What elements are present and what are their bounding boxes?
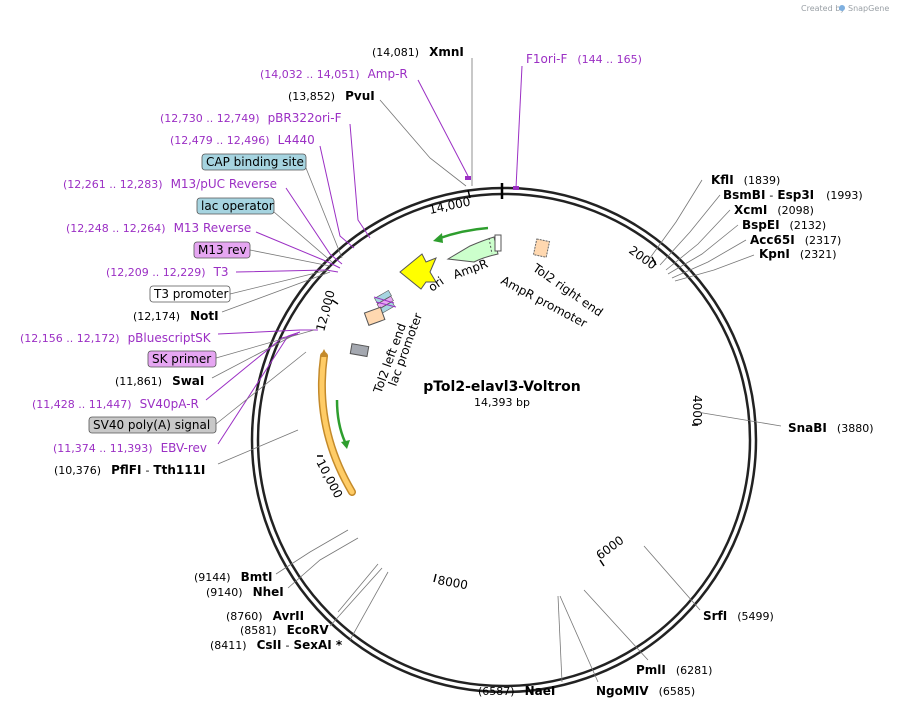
enzyme-pmli[interactable]: PmlI(6281): [636, 663, 712, 677]
ampr-feature: [446, 236, 499, 263]
enzyme-bmti[interactable]: (9144)BmtI: [194, 570, 272, 584]
enzyme-nhei[interactable]: (9140)NheI: [206, 585, 284, 599]
feature-pbluescriptsk[interactable]: (12,156 .. 12,172)pBluescriptSK: [20, 331, 212, 345]
tick-2000: 2000: [626, 243, 659, 272]
svg-text:8000: 8000: [436, 573, 469, 592]
svg-text:12,000: 12,000: [313, 289, 337, 333]
feature-m13-puc-reverse[interactable]: (12,261 .. 12,283)M13/pUC Reverse: [63, 177, 277, 191]
lac-promoter-feature: [363, 306, 386, 326]
enzyme-bspei[interactable]: BspEI(2132): [742, 218, 826, 232]
feature-l4440[interactable]: (12,479 .. 12,496)L4440: [170, 133, 315, 147]
feature-sv40pa-r[interactable]: (11,428 .. 11,447)SV40pA-R: [32, 397, 199, 411]
feature-t3-promoter[interactable]: T3 promoter: [149, 285, 231, 303]
feature-sv40-polya-signal[interactable]: SV40 poly(A) signal: [88, 416, 217, 434]
enzyme-ecorv[interactable]: (8581)EcoRV: [240, 623, 329, 637]
enzyme-acc65i[interactable]: Acc65I(2317): [750, 233, 841, 247]
orf-arc: [319, 353, 355, 495]
enzyme-kfli[interactable]: KflI(1839): [711, 173, 780, 187]
feature-pbr322ori-f[interactable]: (12,730 .. 12,749)pBR322ori-F: [160, 111, 342, 125]
plasmid-length: 14,393 bp: [474, 396, 530, 409]
svg-text:2000: 2000: [626, 243, 659, 272]
tick-4000: 4000: [690, 395, 704, 426]
feature-f1ori-f[interactable]: F1ori-F(144 .. 165): [526, 52, 642, 66]
svg-text:CAP binding site: CAP binding site: [206, 155, 304, 169]
enzyme-xcmi[interactable]: XcmI(2098): [734, 203, 814, 217]
tick-8000: 8000: [433, 573, 469, 592]
snapgene-logo-icon: [839, 5, 845, 11]
enzyme-swai[interactable]: (11,861)SwaI: [115, 374, 204, 388]
feature-m13-rev[interactable]: M13 rev: [193, 241, 251, 259]
svg-text:M13 rev: M13 rev: [198, 243, 247, 257]
svg-text:SK primer: SK primer: [152, 352, 211, 366]
enzyme-avrii[interactable]: (8760)AvrII: [226, 609, 304, 623]
enzyme-naei[interactable]: (6587)NaeI: [478, 684, 555, 698]
enzyme-csii[interactable]: (8411)CsII-SexAI *: [210, 638, 343, 652]
feature-cap-binding-site[interactable]: CAP binding site: [201, 153, 307, 171]
tol2-right-feature: [532, 238, 551, 258]
sv40-primer-arrow: [335, 399, 347, 443]
brand-text: SnapGene: [848, 4, 889, 13]
feature-lac-operator[interactable]: lac operator: [196, 197, 275, 215]
enzyme-pvui[interactable]: (13,852)PvuI: [288, 89, 375, 103]
enzyme-snabi[interactable]: SnaBI(3880): [788, 421, 873, 435]
lac-region-features: [373, 289, 397, 314]
enzyme-pflfi[interactable]: (10,376)PflFI-Tth111I: [54, 463, 205, 477]
enzyme-srfi[interactable]: SrfI(5499): [703, 609, 774, 623]
svg-text:T3 promoter: T3 promoter: [153, 287, 229, 301]
tick-12000: 12,000: [313, 289, 339, 333]
enzyme-kpni[interactable]: KpnI(2321): [759, 247, 836, 261]
amp-r-primer-arrow: [436, 226, 489, 241]
enzyme-ngomiv[interactable]: NgoMIV(6585): [596, 684, 695, 698]
tol2-left-feature: [349, 343, 370, 358]
feature-sk-primer[interactable]: SK primer: [147, 350, 217, 368]
svg-text:SV40 poly(A) signal: SV40 poly(A) signal: [93, 418, 210, 432]
feature-t3[interactable]: (12,209 .. 12,229)T3: [106, 265, 229, 279]
feature-amp-r[interactable]: (14,032 .. 14,051)Amp-R: [260, 67, 408, 81]
ampr-promoter-feature: [494, 234, 502, 252]
enzyme-noti[interactable]: (12,174)NotI: [133, 309, 219, 323]
svg-text:lac operator: lac operator: [201, 199, 274, 213]
ori-feature: [399, 253, 437, 290]
tick-6000: 6000: [594, 533, 627, 567]
svg-text:4000: 4000: [690, 395, 704, 426]
enzyme-bsmbi[interactable]: BsmBI-Esp3I(1993): [723, 188, 863, 202]
svg-text:6000: 6000: [594, 533, 627, 562]
backbone-inner: [256, 192, 752, 688]
credit-text: Created by: [801, 4, 845, 13]
enzyme-xmni[interactable]: (14,081)XmnI: [372, 45, 464, 59]
plasmid-name: pTol2-elavl3-Voltron: [423, 379, 581, 395]
feature-m13-reverse[interactable]: (12,248 .. 12,264)M13 Reverse: [66, 221, 251, 235]
feature-ebv-rev[interactable]: (11,374 .. 11,393)EBV-rev: [53, 441, 207, 455]
backbone-outer: [250, 186, 758, 694]
